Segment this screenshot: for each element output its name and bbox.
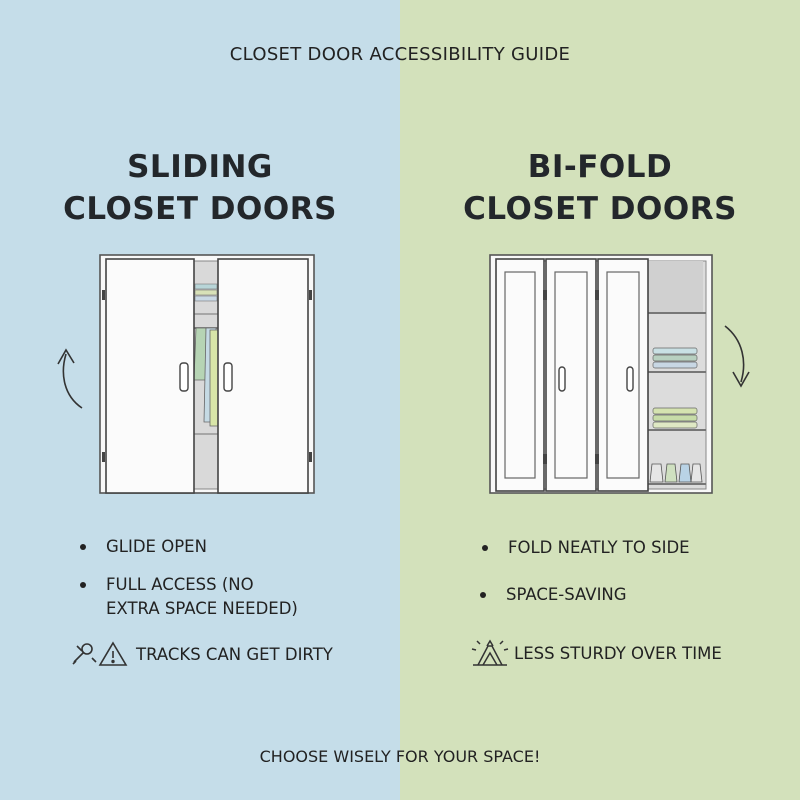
bifold-warning: LESS STURDY OVER TIME xyxy=(470,638,722,668)
bifold-bullet-2-text: SPACE-SAVING xyxy=(506,585,627,604)
bullet-dot xyxy=(482,545,488,551)
sliding-warning-text: TRACKS CAN GET DIRTY xyxy=(136,644,333,664)
bifold-bullet-1: FOLD NEATLY TO SIDE xyxy=(482,536,690,560)
bifold-closet-illustration xyxy=(489,254,750,494)
sliding-bullet-1: GLIDE OPEN xyxy=(80,535,207,559)
wrench-icon xyxy=(72,643,97,665)
sliding-bullet-2-line2: EXTRA SPACE NEEDED) xyxy=(106,599,298,618)
sliding-title: SLIDING CLOSET DOORS xyxy=(0,146,400,230)
sliding-bullet-1-text: GLIDE OPEN xyxy=(106,537,207,556)
footer-tagline: CHOOSE WISELY FOR YOUR SPACE! xyxy=(259,747,541,766)
warning-triangle-icon xyxy=(98,641,128,666)
sliding-title-line1: SLIDING xyxy=(127,149,273,185)
bifold-title-line1: BI-FOLD xyxy=(527,149,673,185)
bullet-dot xyxy=(80,544,86,550)
wrench-warning-icons xyxy=(72,641,128,666)
sliding-warning: TRACKS CAN GET DIRTY xyxy=(70,640,333,668)
guide-title: CLOSET DOOR ACCESSIBILITY GUIDE xyxy=(229,44,571,65)
bifold-warning-text: LESS STURDY OVER TIME xyxy=(514,643,722,663)
sliding-bullet-2: FULL ACCESS (NO EXTRA SPACE NEEDED) xyxy=(80,573,298,621)
curved-arrow-up-icon xyxy=(57,348,83,409)
bullet-dot xyxy=(480,592,486,598)
sliding-bullet-2-line1: FULL ACCESS (NO xyxy=(106,575,254,594)
bifold-title-line2: CLOSET DOORS xyxy=(463,191,737,227)
bifold-bullet-2: SPACE-SAVING xyxy=(480,583,627,607)
sliding-title-line2: CLOSET DOORS xyxy=(63,191,337,227)
curved-arrow-down-icon xyxy=(724,325,750,388)
sliding-closet-illustration xyxy=(57,254,315,494)
bifold-title: BI-FOLD CLOSET DOORS xyxy=(400,146,800,230)
broken-structure-icon xyxy=(471,639,509,666)
bullet-dot xyxy=(80,582,86,588)
bifold-bullet-1-text: FOLD NEATLY TO SIDE xyxy=(508,538,690,557)
